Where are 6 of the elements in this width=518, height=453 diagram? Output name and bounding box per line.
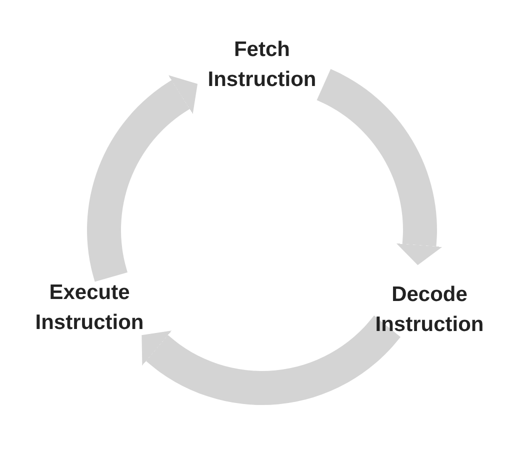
step-label: Decode Instruction bbox=[352, 280, 507, 340]
step-label: Fetch Instruction bbox=[192, 35, 332, 95]
curved-arrow bbox=[87, 74, 198, 282]
step-label: Execute Instruction bbox=[12, 278, 167, 338]
curved-arrow bbox=[316, 69, 444, 266]
curved-arrow bbox=[142, 315, 400, 405]
